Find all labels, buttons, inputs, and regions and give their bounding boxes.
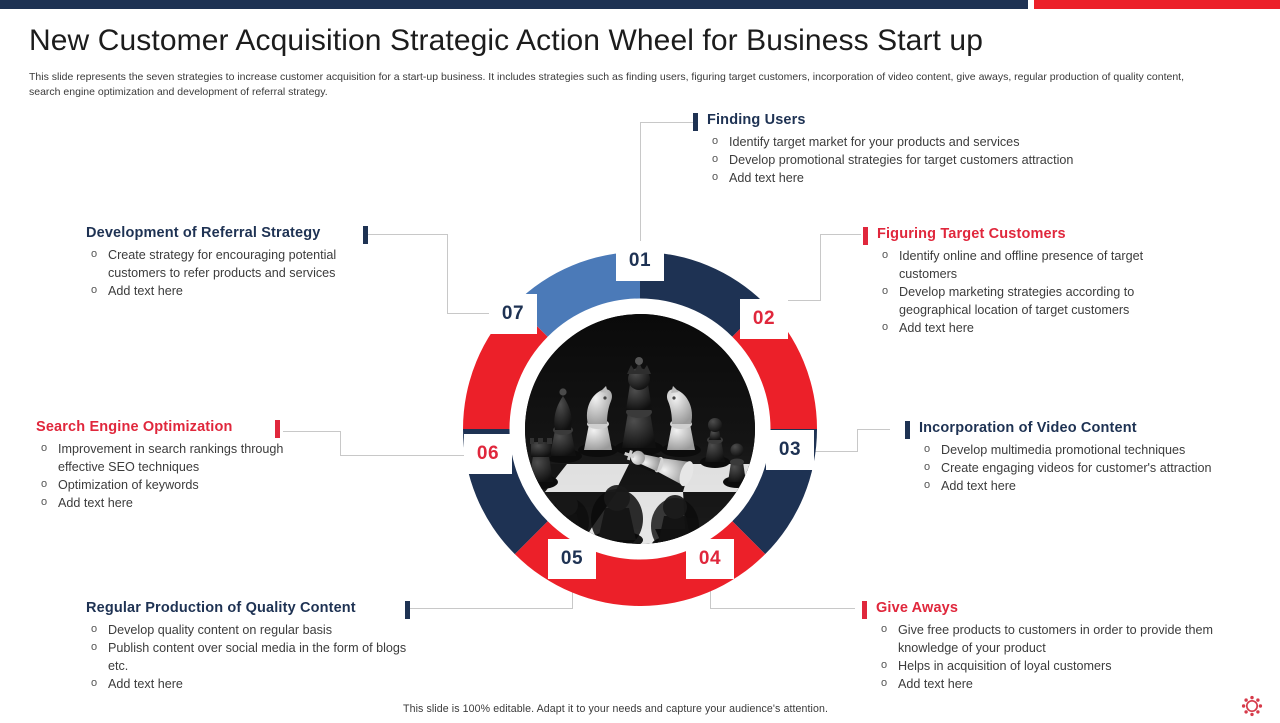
block-list: Develop quality content on regular basis… xyxy=(86,622,416,694)
connector-05-vertical xyxy=(572,580,573,608)
list-item: Add text here xyxy=(919,478,1269,496)
wheel-badge-05-label: 05 xyxy=(560,548,584,569)
wheel-badge-04[interactable]: 04 xyxy=(686,539,734,579)
block-list: Identify online and offline presence of … xyxy=(877,248,1177,337)
block-incorporation-of-video-content: Incorporation of Video Content Develop m… xyxy=(905,420,1269,496)
list-item: Create engaging videos for customer's at… xyxy=(919,460,1269,478)
list-item: Optimization of keywords xyxy=(36,477,286,495)
list-item: Develop multimedia promotional technique… xyxy=(919,442,1269,460)
block-heading: Development of Referral Strategy xyxy=(86,225,321,241)
block-list: Develop multimedia promotional technique… xyxy=(919,442,1269,496)
connector-07-horizontal-b xyxy=(368,234,448,235)
block-figuring-target-customers: Figuring Target Customers Identify onlin… xyxy=(863,226,1177,338)
wheel-badge-04-label: 04 xyxy=(698,548,722,569)
wheel-badge-01-label: 01 xyxy=(628,250,652,271)
list-item: Add text here xyxy=(707,170,1177,188)
list-item: Add text here xyxy=(876,676,1246,694)
list-item: Identify target market for your products… xyxy=(707,134,1177,152)
top-accent-bar-red xyxy=(1034,0,1280,9)
connector-07-vertical xyxy=(447,234,448,314)
wheel-badge-01[interactable]: 01 xyxy=(616,241,664,281)
block-list: Give free products to customers in order… xyxy=(876,622,1246,694)
block-tick-navy xyxy=(405,601,410,619)
block-regular-production-of-quality-content: Regular Production of Quality Content De… xyxy=(86,600,416,694)
list-item: Helps in acquisition of loyal customers xyxy=(876,658,1246,676)
block-tick-red xyxy=(862,601,867,619)
connector-02-horizontal-a xyxy=(764,300,820,301)
wheel-badge-07[interactable]: 07 xyxy=(489,294,537,334)
list-item: Give free products to customers in order… xyxy=(876,622,1246,658)
list-item: Publish content over social media in the… xyxy=(86,640,416,676)
list-item: Add text here xyxy=(86,283,356,301)
connector-03-horizontal-b xyxy=(857,429,890,430)
wheel-badge-06-label: 06 xyxy=(476,443,500,464)
connector-02-vertical xyxy=(820,234,821,301)
list-item: Develop marketing strategies according t… xyxy=(877,284,1177,320)
footer-note: This slide is 100% editable. Adapt it to… xyxy=(403,703,829,715)
block-tick-red xyxy=(863,227,868,245)
connector-06-horizontal-a xyxy=(340,455,470,456)
block-finding-users: Finding Users Identify target market for… xyxy=(693,112,1177,188)
page-title: New Customer Acquisition Strategic Actio… xyxy=(29,24,983,57)
block-list: Create strategy for encouraging potentia… xyxy=(86,247,356,301)
page-subtitle: This slide represents the seven strategi… xyxy=(29,71,1185,98)
block-search-engine-optimization: Search Engine Optimization Improvement i… xyxy=(36,419,286,513)
wheel-badge-03-label: 03 xyxy=(778,439,802,460)
wheel-badge-02[interactable]: 02 xyxy=(740,299,788,339)
block-development-of-referral-strategy: Development of Referral Strategy Create … xyxy=(86,225,368,301)
connector-03-vertical xyxy=(857,429,858,452)
wheel-badge-07-label: 07 xyxy=(501,303,525,324)
list-item: Improvement in search rankings through e… xyxy=(36,441,286,477)
list-item: Develop quality content on regular basis xyxy=(86,622,416,640)
list-item: Develop promotional strategies for targe… xyxy=(707,152,1177,170)
wheel-badge-05[interactable]: 05 xyxy=(548,539,596,579)
block-tick-navy xyxy=(693,113,698,131)
connector-01-horizontal xyxy=(640,122,693,123)
connector-06-horizontal-b xyxy=(283,431,341,432)
connector-07-horizontal-a xyxy=(447,313,490,314)
block-tick-navy xyxy=(905,421,910,439)
block-tick-red xyxy=(275,420,280,438)
block-heading: Incorporation of Video Content xyxy=(919,420,1137,436)
block-heading: Regular Production of Quality Content xyxy=(86,600,356,616)
connector-06-vertical xyxy=(340,431,341,456)
block-list: Improvement in search rankings through e… xyxy=(36,441,286,513)
wheel-badge-02-label: 02 xyxy=(752,308,776,329)
gear-icon[interactable] xyxy=(1240,694,1264,718)
block-heading: Figuring Target Customers xyxy=(877,226,1066,242)
top-accent-bar-navy xyxy=(0,0,1028,9)
block-tick-navy xyxy=(363,226,368,244)
block-heading: Finding Users xyxy=(707,112,806,128)
list-item: Add text here xyxy=(36,495,286,513)
list-item: Add text here xyxy=(877,320,1177,338)
list-item: Add text here xyxy=(86,676,416,694)
center-chess-image xyxy=(518,307,762,551)
connector-04-vertical xyxy=(710,580,711,608)
wheel-badge-06[interactable]: 06 xyxy=(464,434,512,474)
wheel-badge-03[interactable]: 03 xyxy=(766,430,814,470)
list-item: Create strategy for encouraging potentia… xyxy=(86,247,356,283)
connector-02-horizontal-b xyxy=(820,234,861,235)
connector-05-horizontal xyxy=(408,608,573,609)
connector-03-horizontal-a xyxy=(810,451,857,452)
block-heading: Search Engine Optimization xyxy=(36,419,233,435)
connector-04-horizontal xyxy=(710,608,855,609)
block-list: Identify target market for your products… xyxy=(707,134,1177,188)
connector-01-vertical xyxy=(640,122,641,260)
block-give-aways: Give Aways Give free products to custome… xyxy=(862,600,1246,694)
block-heading: Give Aways xyxy=(876,600,959,616)
list-item: Identify online and offline presence of … xyxy=(877,248,1177,284)
